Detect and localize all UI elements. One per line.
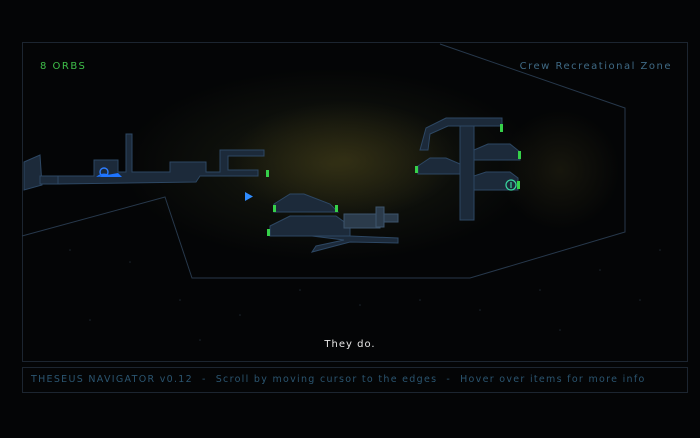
zone-name: Crew Recreational Zone: [519, 61, 672, 72]
door-corridor-east[interactable]: [266, 170, 269, 177]
terminal-icon[interactable]: [505, 179, 517, 191]
status-text: THESEUS NAVIGATOR v0.12-Scroll by moving…: [31, 374, 646, 385]
door-tower-west[interactable]: [415, 166, 418, 173]
door-tower-east-upper[interactable]: [518, 151, 521, 159]
corridor-main[interactable]: [57, 133, 265, 185]
room-tower-shaft[interactable]: [459, 125, 475, 221]
door-tower-top[interactable]: [500, 124, 503, 132]
background-scene-glow-right: [500, 110, 620, 230]
scroll-hint: Scroll by moving cursor to the edges: [215, 374, 438, 385]
room-tower-west[interactable]: [417, 157, 461, 175]
room-center-annex[interactable]: [343, 206, 399, 229]
room-tower-east-upper[interactable]: [473, 143, 521, 161]
status-bar: THESEUS NAVIGATOR v0.12-Scroll by moving…: [22, 367, 688, 393]
room-left-entry[interactable]: [23, 154, 61, 191]
starfield: [69, 249, 661, 341]
status-separator: -: [201, 374, 207, 385]
orb-counter: 8 ORBS: [40, 61, 87, 72]
background-scene-glow: [230, 100, 460, 220]
arrow-right-icon[interactable]: [245, 192, 253, 201]
door-tower-east-lower[interactable]: [517, 181, 520, 189]
door-center-upper-left[interactable]: [273, 205, 276, 212]
door-center-upper-right[interactable]: [335, 205, 338, 212]
room-center-upper[interactable]: [273, 193, 340, 213]
player-ship-icon[interactable]: [96, 167, 122, 177]
room-tower-east-lower[interactable]: [473, 171, 519, 191]
status-separator: -: [446, 374, 452, 385]
map-frame: [22, 42, 688, 362]
dialog-line: They do.: [324, 339, 376, 350]
door-center-lower-left[interactable]: [267, 229, 270, 236]
app-version: THESEUS NAVIGATOR v0.12: [31, 374, 193, 385]
hover-hint: Hover over items for more info: [460, 374, 646, 385]
hull-outline: [21, 43, 626, 279]
